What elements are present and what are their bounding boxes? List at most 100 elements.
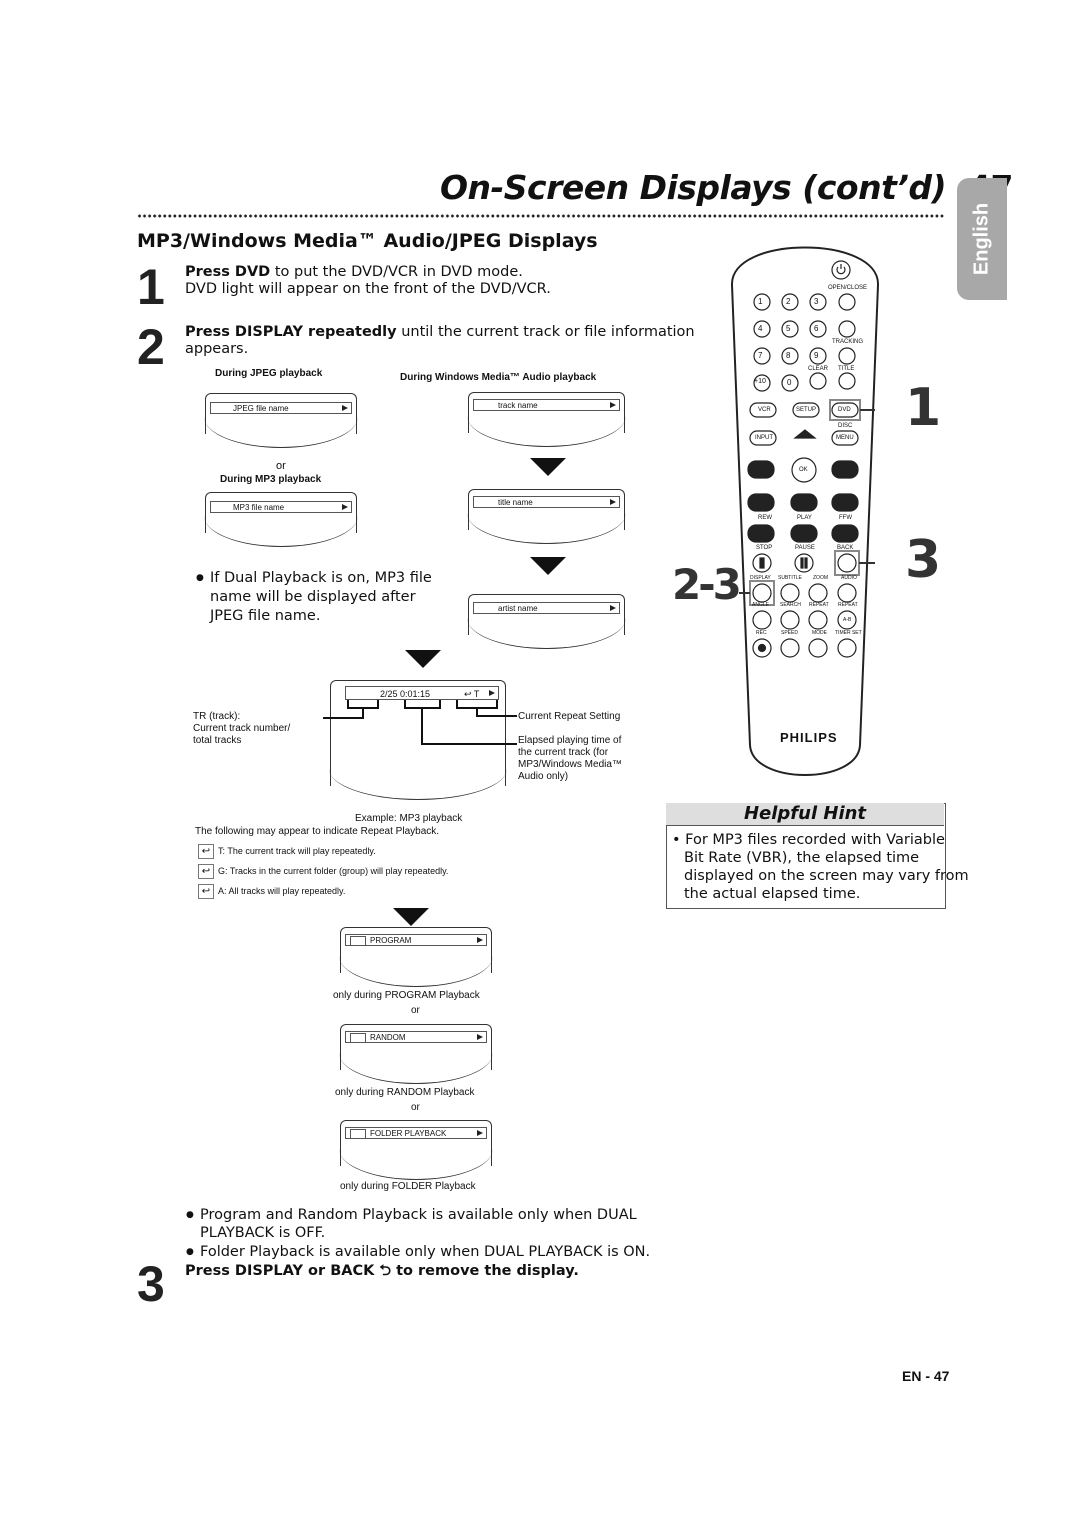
or-label: or [276,460,286,472]
track-label: TR (track):Current track number/total tr… [193,711,291,746]
key-6 [809,320,827,338]
repeat-icon: ↩ [198,864,214,879]
mp3-playback-label: During MP3 playback [220,474,322,485]
title-button [838,372,856,390]
key-0 [781,374,799,392]
vcr-button [749,402,777,418]
repeat-ab-button [837,610,857,630]
left-button [747,460,775,479]
remote-buttons [739,260,875,658]
setup-button [792,402,820,418]
random-bar: RANDOM [345,1031,487,1043]
page-title: On-Screen Displays (cont’d) 47 [440,168,1014,207]
up-arrow-button [793,429,817,439]
repeat-a-row: ↩A: All tracks will play repeatedly. [198,884,345,899]
wma-screen-track: track name [467,392,626,447]
right-button [831,460,859,479]
dotted-divider [137,213,945,219]
helpful-hint-heading: Helpful Hint [666,803,944,826]
example-info-bar: 2/25 0:01:15 ↩ T [345,686,499,700]
back-button [837,553,857,573]
repeat-intro: The following may appear to indicate Rep… [195,826,440,837]
down-arrow [530,557,566,575]
callout-3: 3 [905,530,942,590]
step-2-number: 2 [137,319,165,375]
program-bar: PROGRAM [345,934,487,946]
zoom-button [808,583,828,603]
jpeg-info-bar: JPEG file name [210,402,352,414]
wma-screen-artist: artist name [467,594,626,649]
repeat-g-row: ↩G: Tracks in the current folder (group)… [198,864,448,879]
example-caption: Example: MP3 playback [355,813,463,824]
menu-button [831,430,859,446]
key-4 [753,320,771,338]
mp3-screen: MP3 file name [204,492,358,547]
rew-seek-button [747,524,775,543]
step-1-text: Press DVD to put the DVD/VCR in DVD mode… [185,264,551,297]
random-screen: RANDOM [339,1024,493,1084]
repeat-setting-label: Current Repeat Setting [518,711,621,722]
wma-playback-label: During Windows Media™ Audio playback [400,372,597,383]
angle-button [752,610,772,630]
folder-note: Folder Playback is available only when D… [186,1243,650,1262]
example-screen: 2/25 0:01:15 ↩ T [329,680,507,800]
down-arrow [530,458,566,476]
step-2-text: Press DISPLAY repeatedly until the curre… [185,324,695,357]
key-9 [809,347,827,365]
artist-name-bar: artist name [473,602,620,614]
key-3 [809,293,827,311]
repeat-mode-indicator: ↩ T [464,689,480,699]
play-button [790,524,818,543]
folder-bar: FOLDER PLAYBACK [345,1127,487,1139]
ffw-seek-button [831,524,859,543]
tracking-down-button [838,347,856,365]
repeat-button [808,610,828,630]
helpful-hint-text: • For MP3 files recorded with Variable B… [672,832,969,902]
key-2 [781,293,799,311]
search-button [780,610,800,630]
section-heading: MP3/Windows Media™ Audio/JPEG Displays [137,230,598,252]
key-1 [753,293,771,311]
tracking-up-button [838,320,856,338]
random-caption: only during RANDOM Playback [335,1087,475,1098]
key-7 [753,347,771,365]
or-label: or [411,1102,420,1113]
repeat-t-row: ↩T: The current track will play repeated… [198,844,376,859]
folder-caption: only during FOLDER Playback [340,1181,476,1192]
pause-button [794,553,814,573]
mp3-info-bar: MP3 file name [210,501,352,513]
down-arrow [393,908,429,926]
callout-2-3: 2-3 [672,560,742,609]
step-1-number: 1 [137,259,165,315]
rew-button [747,493,775,512]
ffw-button [831,493,859,512]
footer-page-number: EN - 47 [902,1368,950,1384]
power-icon [836,264,846,275]
wma-screen-title: title name [467,489,626,544]
down-arrow [405,650,441,668]
title-name-bar: title name [473,496,620,508]
step-3-text: Press DISPLAY or BACK ⮌ to remove the di… [185,1263,579,1279]
input-button [749,430,777,446]
key-5 [781,320,799,338]
callout-1: 1 [905,378,942,438]
timer-set-button [837,638,857,658]
key-10 [753,374,771,392]
ok-button [791,457,817,483]
key-8 [781,347,799,365]
jpeg-screen: JPEG file name [204,393,358,448]
clear-button [809,372,827,390]
jpeg-playback-label: During JPEG playback [215,368,323,379]
audio-button [837,583,857,603]
callout-lines [323,700,517,745]
program-screen: PROGRAM [339,927,493,987]
repeat-icon: ↩ [198,844,214,859]
open-close-button [838,293,856,311]
program-caption: only during PROGRAM Playback [333,990,480,1001]
mode-button [808,638,828,658]
subtitle-button [780,583,800,603]
or-label: or [411,1005,420,1016]
down-button [790,493,818,512]
folder-screen: FOLDER PLAYBACK [339,1120,493,1180]
step-3-number: 3 [137,1256,165,1312]
